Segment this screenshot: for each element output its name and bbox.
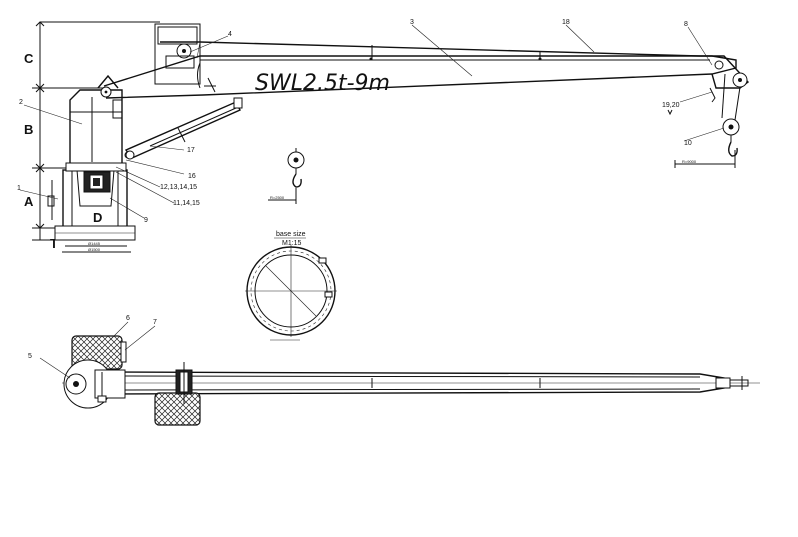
part-number-16: 16 <box>188 173 196 180</box>
height-dimension-lines <box>32 21 160 241</box>
pedestal <box>47 169 136 241</box>
plan-view <box>39 321 760 426</box>
radius-9000-label: R=9000 <box>682 159 697 164</box>
winch-housing <box>154 23 201 85</box>
boom-head <box>700 55 750 121</box>
part-number-10: 10 <box>684 140 692 147</box>
luffing-cylinder <box>124 97 243 160</box>
part-number-6: 6 <box>126 315 130 322</box>
column <box>65 89 132 172</box>
dim-letter-c: C <box>24 51 34 66</box>
dim-letter-b: B <box>24 122 33 137</box>
wire-rope-top <box>160 41 701 59</box>
main-boom <box>103 45 737 99</box>
base-size-view: base size M1:15 <box>245 231 337 341</box>
hook-detail <box>268 148 305 204</box>
boom-pivot <box>97 74 119 98</box>
base-size-title: base size <box>276 231 306 238</box>
dim-letter-d: D <box>93 210 102 225</box>
radius-dimension <box>674 150 736 168</box>
radius-2500-label: R=2500 <box>270 195 285 200</box>
part-number-1: 1 <box>17 185 21 192</box>
part-number-9: 9 <box>144 217 148 224</box>
part-number-8: 8 <box>684 21 688 28</box>
part-number-7: 7 <box>153 319 157 326</box>
part-number-4: 4 <box>228 31 232 38</box>
base-diameter-1445: Ø1445 <box>88 241 101 246</box>
base-diameter-1500: Ø1500 <box>88 247 101 252</box>
part-number-11-14-15: 11,14,15 <box>173 200 200 207</box>
base-size-scale: M1:15 <box>282 240 302 247</box>
dim-letter-t: T <box>50 236 58 251</box>
dim-letter-a: A <box>24 194 34 209</box>
side-elevation-view: C B A T D <box>17 19 750 253</box>
hook-block <box>667 109 740 157</box>
part-number-19-20: 19,20 <box>662 102 680 109</box>
part-number-12-13-14-15: 12,13,14,15 <box>160 184 197 191</box>
part-number-18: 18 <box>562 19 570 26</box>
part-number-17: 17 <box>187 147 195 154</box>
leader-lines <box>19 24 725 219</box>
slewing-motor <box>76 169 115 207</box>
part-number-2: 2 <box>19 99 23 106</box>
part-number-3: 3 <box>410 19 414 26</box>
part-number-5: 5 <box>28 353 32 360</box>
swl-label: SWL2.5t-9m <box>255 71 390 96</box>
